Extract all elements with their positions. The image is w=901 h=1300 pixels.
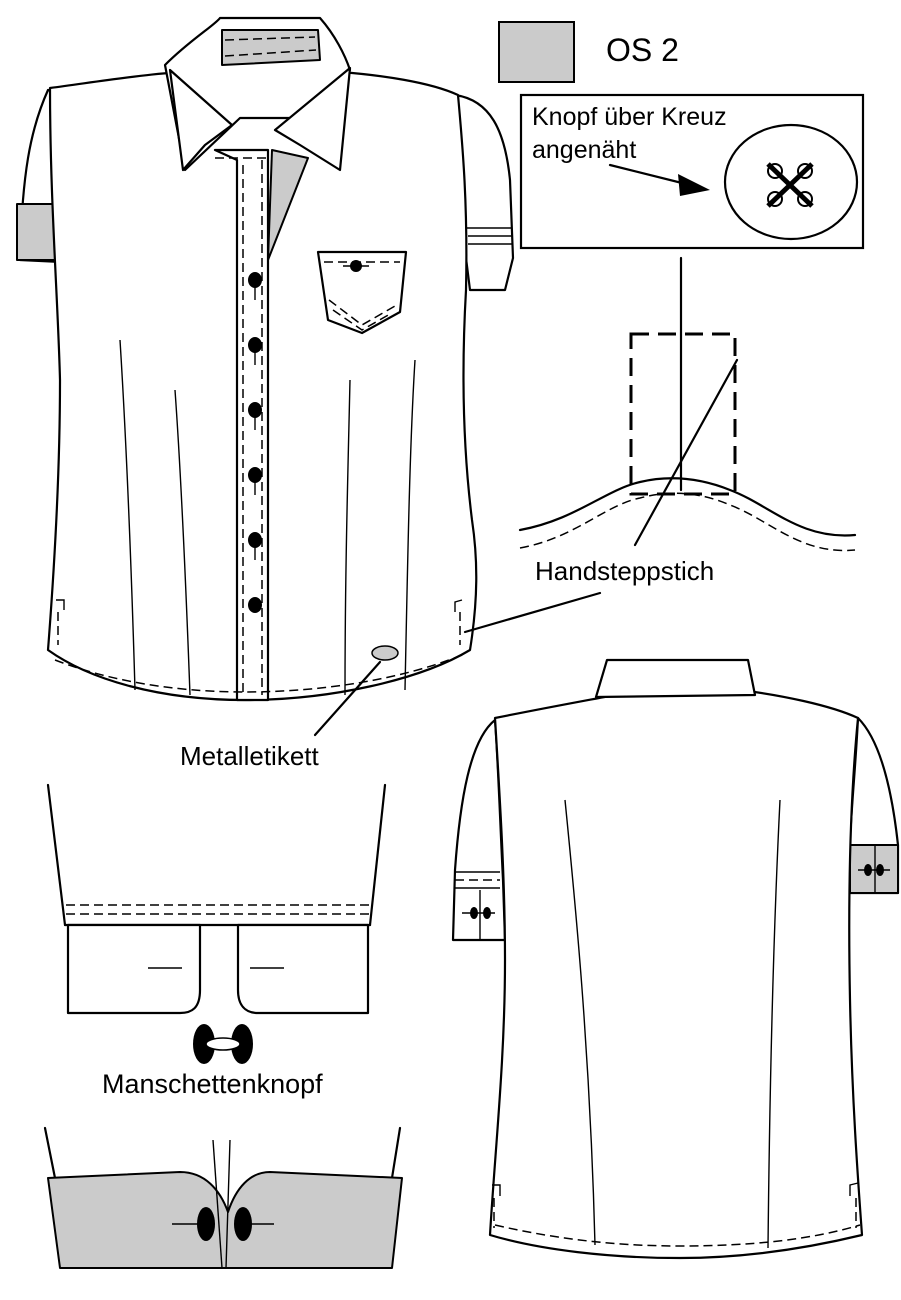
cufflink-icon [193, 1024, 253, 1064]
cuff-right-panel [236, 923, 370, 1015]
front-collar-right [273, 66, 352, 172]
back-body [488, 688, 864, 1260]
button-4 [248, 467, 262, 495]
cuff-left-panel [66, 923, 202, 1015]
swatch-code: OS 2 [606, 32, 679, 68]
cuff-grey-closed [47, 1171, 403, 1269]
chest-pocket [316, 250, 408, 335]
collar-stand-grey [221, 29, 321, 66]
button-6 [248, 597, 262, 613]
callout-line-2: angenäht [532, 136, 636, 164]
label-handsteppstich: Handsteppstich [535, 556, 714, 586]
button-detail-callout: Knopf über Kreuz angenäht [519, 93, 865, 250]
button-3 [248, 402, 262, 430]
callout-arrow-icon [678, 174, 710, 196]
front-buttons [248, 272, 262, 613]
color-swatch [498, 21, 575, 83]
button-5 [248, 532, 262, 560]
hand-stitch-detail: Handsteppstich [463, 256, 857, 634]
front-collar-left [168, 68, 234, 172]
shirt-front [16, 16, 515, 702]
metal-label-icon [371, 645, 399, 661]
back-collar [594, 658, 757, 699]
placket-facing-grey [267, 149, 309, 261]
front-sleeve-tab-grey [16, 203, 56, 261]
cuff-detail: Manschettenknopf [43, 783, 403, 1269]
label-manschettenknopf: Manschettenknopf [102, 1069, 323, 1099]
button-1 [248, 272, 262, 300]
callout-line-1: Knopf über Kreuz [532, 103, 727, 131]
back-sleeve-tab-grey [849, 844, 899, 894]
label-metalletikett: Metalletikett [180, 741, 319, 771]
shirt-back [451, 658, 900, 1260]
button-2 [248, 337, 262, 365]
